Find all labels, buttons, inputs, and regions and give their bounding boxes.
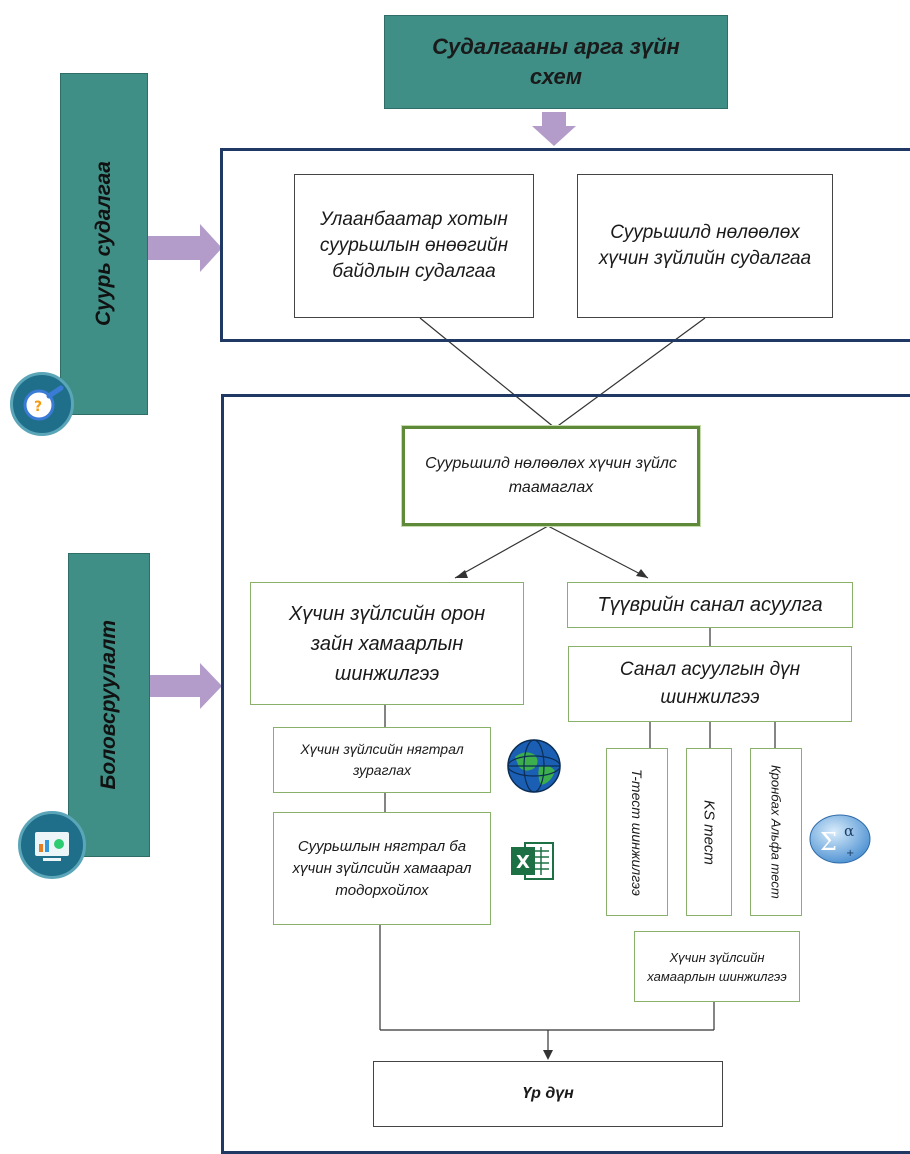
svg-text:?: ? (34, 399, 42, 415)
box-sample-survey: Түүврийн санал асуулга (567, 582, 853, 628)
box-ks-test-text: KS тест (700, 799, 718, 865)
box-factors-research: Суурьшилд нөлөөлөх хүчин зүйлийн судалга… (577, 174, 833, 318)
box-cronbach-test-text: Кронбах Альфа тест (768, 765, 784, 899)
box-factor-relation-text: Хүчин зүйлсийн хамаарлын шинжилгээ (647, 949, 787, 984)
sigma-alpha-icon: Σ α + (808, 812, 872, 866)
box-factor-relation: Хүчин зүйлсийн хамаарлын шинжилгээ (634, 931, 800, 1002)
box-density-mapping-text: Хүчин зүйлсийн нягтрал зураглах (300, 741, 464, 778)
box-density-mapping: Хүчин зүйлсийн нягтрал зураглах (273, 727, 491, 793)
side-label-bottom: Боловсруулалт (68, 553, 150, 857)
box-cronbach-test: Кронбах Альфа тест (750, 748, 802, 916)
svg-text:X: X (516, 852, 530, 873)
box-current-settlement: Улаанбаатар хотын суурьшлын өнөөгийн бай… (294, 174, 534, 318)
box-result: Үр дүн (373, 1061, 723, 1127)
box-result-text: Үр дүн (522, 1085, 574, 1102)
search-question-icon: ? (10, 372, 74, 436)
box-current-settlement-text: Улаанбаатар хотын суурьшлын өнөөгийн бай… (319, 209, 509, 282)
box-survey-analysis: Санал асуулгын дүн шинжилгээ (568, 646, 852, 722)
box-spatial-analysis-text: Хүчин зүйлсийн орон зайн хамаарлын шинжи… (288, 602, 486, 685)
box-sample-survey-text: Түүврийн санал асуулга (597, 593, 823, 616)
excel-icon: X (509, 837, 557, 885)
svg-text:+: + (846, 848, 854, 859)
side-label-top-text: Суурь судалгаа (92, 161, 115, 327)
frame-base-research (220, 148, 910, 342)
box-t-test-text: T-тест шинжилгээ (629, 768, 645, 896)
svg-text:α: α (844, 822, 854, 840)
box-density-relation: Суурьшлын нягтрал ба хүчин зүйлсийн хама… (273, 812, 491, 925)
box-spatial-analysis: Хүчин зүйлсийн орон зайн хамаарлын шинжи… (250, 582, 524, 705)
side-label-bottom-text: Боловсруулалт (97, 620, 120, 790)
box-hypothesis-text: Суурьшилд нөлөөлөх хүчин зүйлс таамаглах (425, 455, 677, 496)
box-factors-research-text: Суурьшилд нөлөөлөх хүчин зүйлийн судалга… (598, 222, 812, 269)
svg-text:Σ: Σ (820, 828, 837, 856)
box-t-test: T-тест шинжилгээ (606, 748, 668, 916)
dashboard-icon (18, 811, 86, 879)
side-label-top: Суурь судалгаа (60, 73, 148, 415)
box-density-relation-text: Суурьшлын нягтрал ба хүчин зүйлсийн хама… (292, 837, 472, 899)
title-box: Судалгааны арга зүйн схем (384, 15, 728, 109)
globe-icon (505, 737, 563, 795)
diagram-title: Судалгааны арга зүйн схем (432, 34, 680, 89)
box-ks-test: KS тест (686, 748, 732, 916)
box-hypothesis: Суурьшилд нөлөөлөх хүчин зүйлс таамаглах (402, 426, 700, 526)
box-survey-analysis-text: Санал асуулгын дүн шинжилгээ (619, 659, 801, 708)
